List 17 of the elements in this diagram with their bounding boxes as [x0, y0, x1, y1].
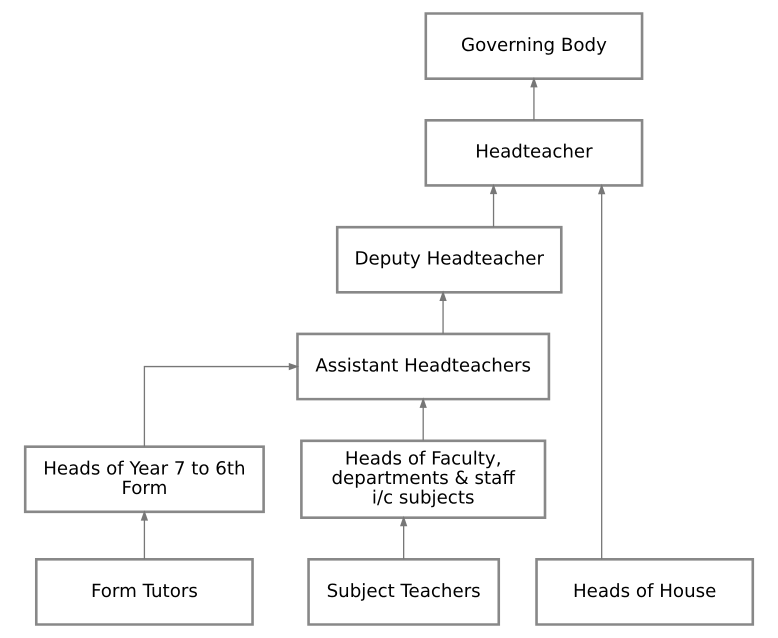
node-box: Heads of Faculty, departments & staff i/c subjects — [300, 440, 546, 519]
arrow — [140, 510, 148, 560]
node-box: Assistant Headteachers — [296, 332, 550, 400]
node-box: Governing Body — [424, 12, 644, 80]
arrow — [530, 76, 538, 120]
node-box: Subject Teachers — [307, 558, 500, 626]
arrow — [420, 397, 427, 440]
node-box: Heads of Year 7 to 6th Form — [24, 445, 265, 514]
node-box: Heads of House — [535, 558, 754, 626]
node-box: Deputy Headteacher — [336, 226, 563, 294]
node-box: Form Tutors — [34, 558, 254, 626]
arrow — [144, 362, 300, 447]
arrow — [598, 184, 606, 560]
node-box: Headteacher — [424, 119, 644, 187]
arrow — [490, 184, 498, 228]
arrow — [400, 516, 408, 560]
arrow — [439, 290, 447, 334]
